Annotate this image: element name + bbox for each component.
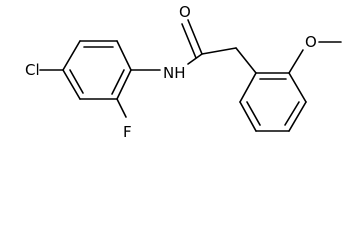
methoxyphenyl-ring: [239, 72, 307, 132]
methoxy-oxygen-label: O: [305, 33, 317, 51]
ring1-double-3: [69, 69, 84, 94]
ring1-bond-4: [62, 69, 81, 100]
bond-carbonyl-to-methylene: [201, 47, 237, 55]
ring1-bond-5: [62, 40, 81, 71]
carbonyl-oxygen-label: O: [179, 3, 191, 21]
ring2-double-2: [284, 101, 300, 126]
bond-nitrogen-to-carbonyl: [187, 53, 203, 65]
ring1-bond-2: [116, 69, 132, 100]
ring2-bond-6: [239, 72, 257, 103]
chlorine-label: Cl: [25, 61, 40, 79]
bond-methylene-to-ring2: [235, 47, 257, 74]
bond-ring1-to-fluorine: [116, 98, 127, 118]
bond-ring2-to-methoxy-o: [288, 49, 304, 74]
ring1-bond-1: [116, 40, 132, 71]
chlorofluorophenyl-ring: [62, 40, 132, 100]
ring2-bond-2: [288, 72, 307, 103]
ring2-bond-5: [239, 101, 257, 132]
fluorine-label: F: [123, 123, 132, 141]
ring2-double-3: [246, 101, 261, 126]
ring1-double-2: [111, 69, 125, 95]
bond-carbonyl-c-o: [187, 19, 203, 55]
bond-carbonyl-c-o-second: [181, 23, 197, 59]
chemical-structure: O NH O Cl F: [25, 3, 342, 141]
ring2-bond-3: [288, 101, 307, 132]
amide-nitrogen-label: NH: [163, 64, 186, 82]
